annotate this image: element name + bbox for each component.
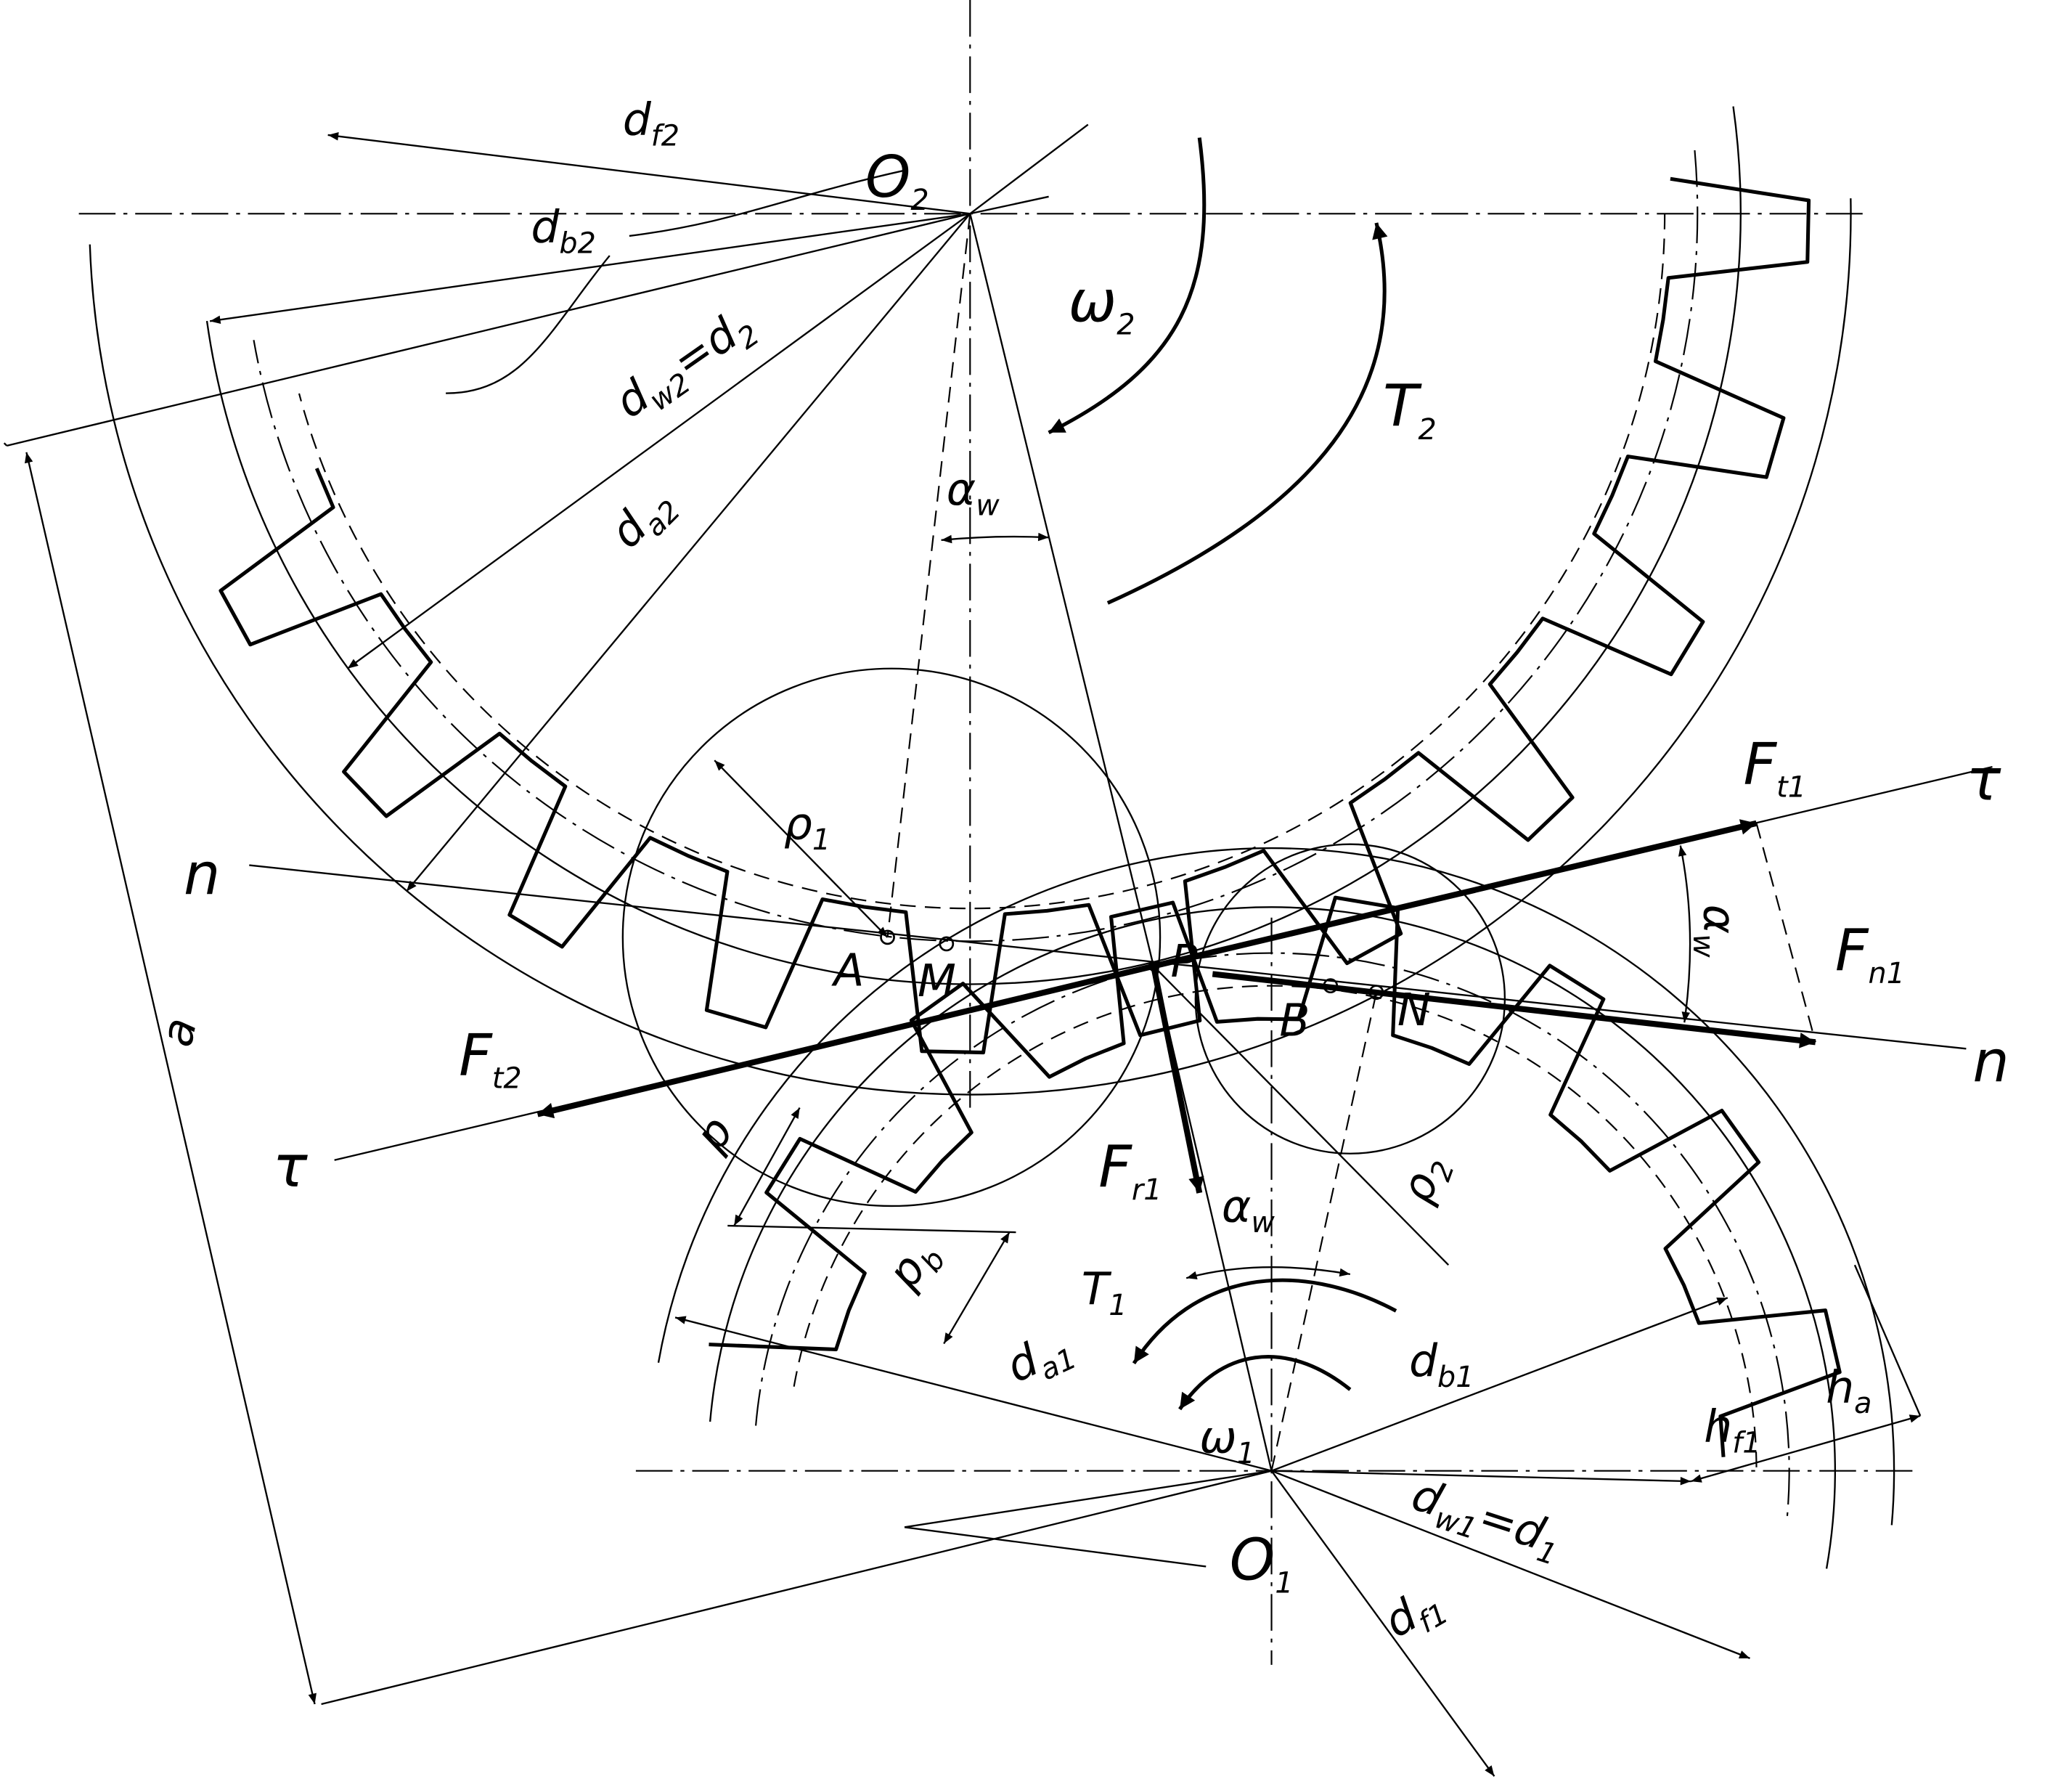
label-P: P: [1171, 936, 1198, 987]
force-Fr1: [1151, 965, 1204, 1194]
point-A: [880, 929, 895, 945]
force-Ft2: [536, 963, 1154, 1119]
gear1-tooth-profile: [709, 895, 1842, 1457]
gear2-circle-db2: [253, 150, 1699, 942]
label-A: A: [831, 945, 865, 997]
omega1-arrow: [1178, 1355, 1352, 1411]
pitch-point-P: [1148, 961, 1159, 972]
T2-arrow: [1106, 222, 1388, 605]
center-lines: [78, 0, 1921, 1665]
label-rho1: ρ1: [784, 798, 830, 856]
label-hf1: hf1: [1704, 1401, 1760, 1459]
label-da1: da1: [999, 1319, 1082, 1399]
gear2-circle-dw2: [205, 106, 1742, 986]
gear2-tooth-profile: [219, 176, 1811, 1055]
gear-teeth: [219, 176, 1842, 1457]
label-Ft2: Ft2: [459, 1021, 522, 1095]
label-O1: O1: [1230, 1526, 1294, 1600]
label-db2: db2: [531, 202, 595, 260]
label-rho2: ρ2: [1391, 1148, 1462, 1212]
label-omega2: ω2: [1069, 267, 1135, 341]
gear1-circle-da1: [709, 906, 1837, 1569]
label-alpha-w-top: αw: [947, 464, 1000, 522]
label-Fn1: Fn1: [1835, 916, 1905, 990]
point-B: [1323, 978, 1339, 994]
label-pb: pb: [878, 1230, 952, 1303]
label-a: a: [150, 1013, 207, 1051]
label-O2: O2: [865, 143, 929, 217]
gear2-dimensions: [7, 123, 1089, 892]
label-df1: df1: [1376, 1575, 1454, 1654]
gear2-circle-da2: [298, 213, 1666, 910]
gear1-dimensions: [674, 1107, 1922, 1777]
label-omega1: ω1: [1199, 1412, 1255, 1470]
label-p: p: [685, 1107, 743, 1160]
label-Ft1: Ft1: [1743, 730, 1806, 805]
label-ha: ha: [1826, 1362, 1871, 1420]
label-n-left: n: [184, 840, 220, 908]
label-tau-right: τ: [1966, 746, 2001, 813]
T1-arrow: [1132, 1278, 1397, 1364]
gear-circles: [89, 106, 1895, 1569]
force-Fn1: [1212, 971, 1816, 1048]
point-N: [1368, 985, 1384, 1001]
gear1-circle-df1: [657, 847, 1895, 1526]
curvature-circle-rho1: [621, 667, 1162, 1207]
force-Ft1: [1153, 819, 1758, 969]
omega2-arrow: [1048, 137, 1207, 435]
label-dw2: dw2=d2: [606, 298, 766, 434]
point-M: [939, 936, 955, 952]
label-alpha-w-bottom: αw: [1222, 1181, 1275, 1239]
label-n-right: n: [1972, 1027, 2009, 1095]
label-alpha-w-right: αw: [1686, 905, 1744, 958]
label-tau-left: τ: [273, 1133, 309, 1200]
label-db1: db1: [1409, 1336, 1474, 1394]
label-da2: da2: [600, 476, 687, 563]
label-M: M: [918, 956, 956, 1007]
label-N: N: [1397, 985, 1431, 1036]
label-Fr1: Fr1: [1098, 1133, 1162, 1207]
label-T2: T2: [1383, 372, 1437, 447]
gear1-circle-db1: [793, 985, 1758, 1471]
label-df2: df2: [623, 94, 679, 152]
label-T1: T1: [1082, 1263, 1127, 1321]
label-dw1: dw1=d1: [1404, 1469, 1569, 1572]
label-B: B: [1279, 995, 1310, 1046]
